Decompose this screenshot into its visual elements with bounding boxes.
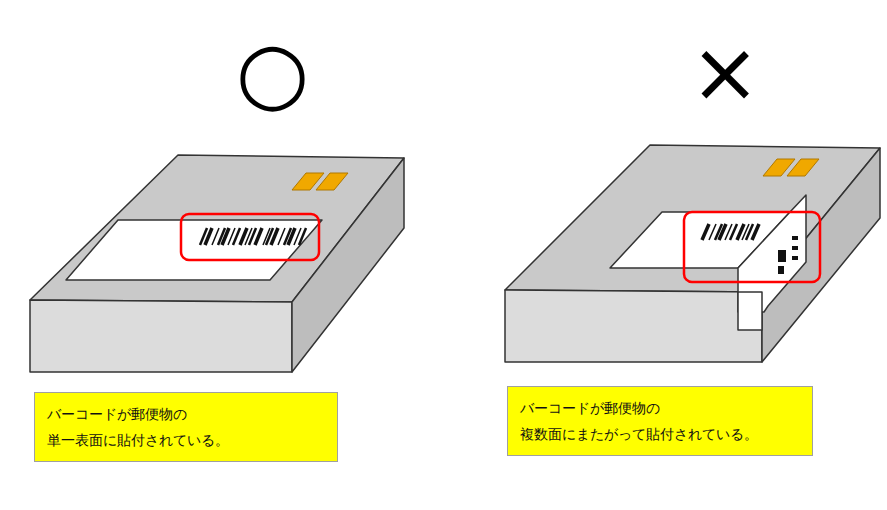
- barcode-bar: [702, 224, 709, 240]
- parcel-wrong: [505, 145, 880, 362]
- barcode-bar: [752, 224, 759, 240]
- stamp: [316, 173, 348, 190]
- barcode: [702, 224, 798, 274]
- parcel-correct: [30, 155, 404, 372]
- note-text: バーコードが郵便物の 複数面にまたがって貼付されている。: [520, 395, 800, 447]
- barcode-bar: [719, 224, 726, 240]
- barcode-bar: [778, 266, 784, 274]
- barcode-bar: [792, 256, 798, 260]
- barcode-bar: [222, 228, 229, 245]
- highlight-frame: [684, 212, 820, 282]
- barcode-bar: [299, 228, 306, 245]
- stamp: [787, 159, 819, 176]
- ok-symbol: ○: [236, 30, 309, 114]
- barcode-bar: [205, 228, 212, 245]
- barcode-bar: [255, 228, 262, 245]
- barcode-bar: [792, 236, 798, 240]
- address-label: [66, 220, 322, 280]
- note-box: バーコードが郵便物の 複数面にまたがって貼付されている。: [507, 386, 813, 456]
- note-text: バーコードが郵便物の 単一表面に貼付されている。: [47, 401, 325, 453]
- barcode-bar: [288, 228, 295, 245]
- parcel-front: [30, 300, 292, 372]
- ng-symbol: ×: [690, 30, 760, 114]
- parcel-front: [505, 290, 762, 362]
- barcode-bar: [730, 224, 737, 240]
- parcel-side: [292, 158, 404, 372]
- barcode-bar: [271, 228, 278, 245]
- barcode-bar: [778, 250, 786, 262]
- address-label-front: [738, 292, 762, 330]
- barcode-bar: [792, 246, 798, 250]
- barcode-bar: [233, 228, 240, 245]
- barcode: [200, 228, 306, 245]
- highlight-frame: [181, 214, 319, 260]
- note-box: バーコードが郵便物の 単一表面に貼付されている。: [34, 392, 338, 462]
